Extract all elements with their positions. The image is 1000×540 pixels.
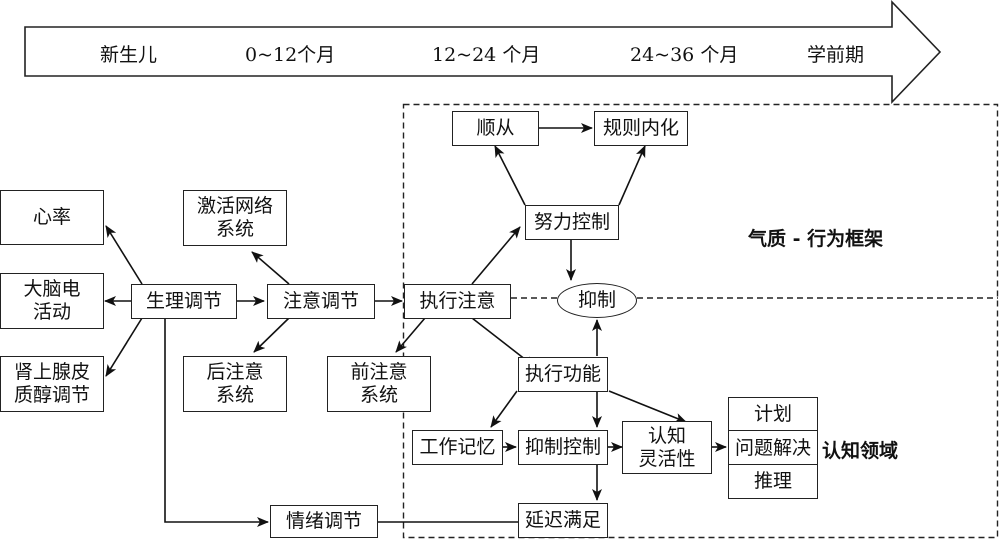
node-executive-attention: 执行注意 [404, 284, 511, 319]
edge-physio-cortisol [105, 317, 143, 377]
timeline-stage: 12~24 个月 [432, 44, 541, 66]
node-anterior-attention: 前注意 系统 [327, 356, 431, 412]
edge-effortful-compliance [494, 145, 526, 206]
node-physiological-regulation: 生理调节 [131, 284, 237, 319]
timeline-stage: 0~12个月 [245, 44, 336, 66]
temperament-framework-label: 气质 - 行为框架 [748, 228, 884, 250]
edge-attention-arousal [251, 251, 290, 285]
node-attention-regulation: 注意调节 [267, 284, 375, 319]
edge-physio-heart [105, 225, 143, 285]
timeline-arrow [24, 0, 942, 104]
edge-attention-posterior [253, 317, 290, 353]
timeline-stage: 24~36 个月 [630, 44, 739, 66]
node-cortisol-regulation: 肾上腺皮 质醇调节 [0, 356, 104, 412]
node-posterior-attention: 后注意 系统 [183, 356, 287, 412]
edge-exec-anterior [395, 317, 426, 353]
edge-function-wm [490, 390, 518, 428]
node-planning: 计划 [728, 397, 818, 432]
node-inhibitory-control: 抑制控制 [518, 430, 608, 465]
edge-exec-effortful [471, 226, 521, 285]
node-delay-of-gratification: 延迟满足 [518, 503, 608, 538]
node-working-memory: 工作记忆 [412, 430, 503, 465]
node-cognitive-flexibility: 认知 灵活性 [622, 421, 712, 474]
edge-function-cf [608, 390, 687, 423]
node-heart-rate: 心率 [0, 190, 104, 245]
node-rule-internalization: 规则内化 [594, 111, 688, 146]
edge-effortful-rules [618, 145, 646, 206]
node-arousal-network: 激活网络 系统 [183, 190, 287, 246]
cognitive-domain-label: 认知领域 [822, 440, 899, 462]
node-brain-activity: 大脑电 活动 [0, 273, 104, 329]
timeline-stage: 学前期 [807, 44, 865, 66]
temperament-cognition-frame [402, 103, 999, 539]
node-problem-solving: 问题解决 [728, 430, 818, 466]
node-executive-function: 执行功能 [518, 357, 608, 392]
node-inhibition: 抑制 [557, 283, 637, 318]
node-effortful-control: 努力控制 [525, 205, 619, 240]
edge-physio-emotion [164, 318, 269, 527]
node-emotion-regulation: 情绪调节 [270, 505, 378, 538]
node-compliance: 顺从 [452, 111, 539, 146]
node-reasoning: 推理 [728, 464, 818, 499]
timeline-stage: 新生儿 [100, 44, 158, 66]
